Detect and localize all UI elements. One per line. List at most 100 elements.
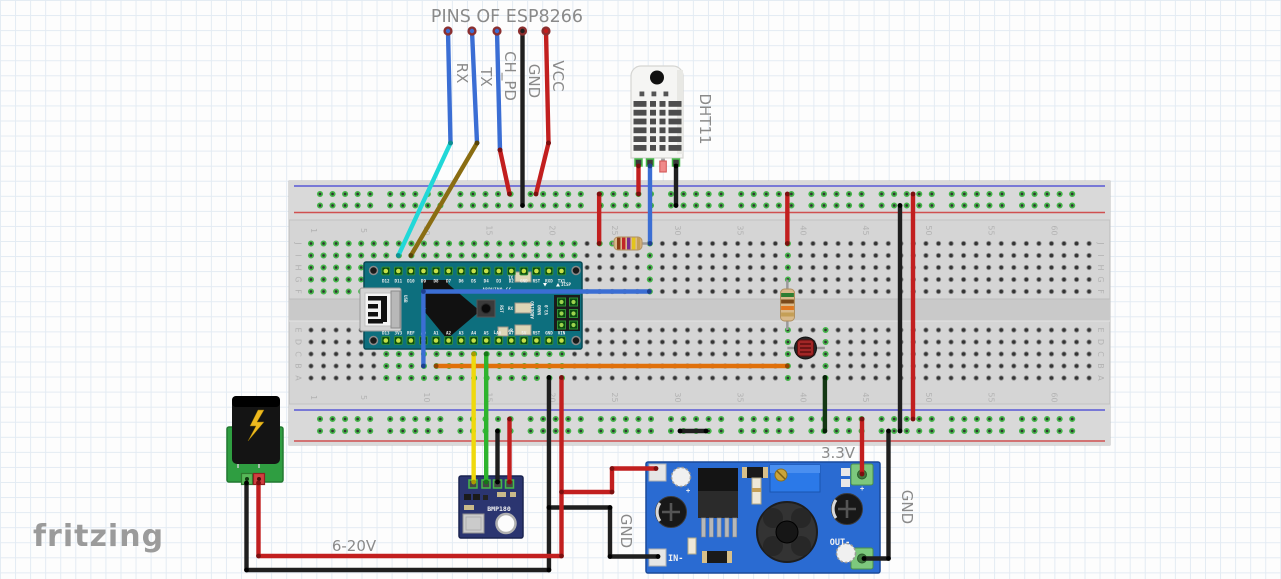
breadboard-hole[interactable] bbox=[885, 339, 891, 345]
breadboard-hole[interactable] bbox=[610, 427, 617, 435]
breadboard-hole[interactable] bbox=[483, 240, 490, 247]
breadboard-hole[interactable] bbox=[835, 264, 841, 271]
breadboard-hole[interactable] bbox=[772, 375, 778, 381]
breadboard-hole[interactable] bbox=[788, 415, 795, 423]
breadboard-hole[interactable] bbox=[494, 415, 502, 423]
breadboard-hole[interactable] bbox=[948, 375, 954, 381]
wire-supply-black[interactable] bbox=[244, 375, 552, 573]
breadboard-hole[interactable] bbox=[738, 190, 745, 198]
breadboard-hole[interactable] bbox=[646, 252, 653, 259]
breadboard-hole[interactable] bbox=[546, 240, 553, 247]
wire-tx-header-terminal[interactable] bbox=[467, 26, 477, 36]
breadboard-hole[interactable] bbox=[835, 240, 841, 247]
breadboard-hole[interactable] bbox=[822, 252, 829, 259]
breadboard-hole[interactable] bbox=[1073, 240, 1080, 247]
breadboard-hole[interactable] bbox=[634, 351, 640, 357]
breadboard-hole[interactable] bbox=[672, 264, 678, 271]
breadboard-hole[interactable] bbox=[1086, 339, 1092, 345]
breadboard-hole[interactable] bbox=[763, 415, 770, 423]
breadboard-hole[interactable] bbox=[935, 351, 942, 357]
breadboard-hole[interactable] bbox=[420, 252, 428, 259]
breadboard-hole[interactable] bbox=[735, 252, 741, 259]
breadboard-hole[interactable] bbox=[1044, 190, 1051, 198]
breadboard-hole[interactable] bbox=[986, 240, 992, 247]
breadboard-hole[interactable] bbox=[775, 190, 782, 198]
breadboard-hole[interactable] bbox=[584, 327, 590, 333]
breadboard-hole[interactable] bbox=[760, 288, 766, 295]
breadboard-hole[interactable] bbox=[1036, 339, 1042, 345]
breadboard-hole[interactable] bbox=[1048, 288, 1055, 295]
breadboard-hole[interactable] bbox=[1018, 190, 1026, 198]
breadboard-hole[interactable] bbox=[928, 202, 935, 209]
breadboard-hole[interactable] bbox=[885, 375, 891, 381]
breadboard-hole[interactable] bbox=[667, 202, 675, 209]
breadboard-hole[interactable] bbox=[760, 240, 766, 247]
breadboard-hole[interactable] bbox=[387, 190, 394, 198]
breadboard-hole[interactable] bbox=[1086, 351, 1092, 357]
breadboard-hole[interactable] bbox=[797, 240, 804, 247]
breadboard-hole[interactable] bbox=[333, 363, 339, 369]
breadboard-hole[interactable] bbox=[320, 240, 327, 247]
breadboard-hole[interactable] bbox=[697, 276, 703, 283]
breadboard-hole[interactable] bbox=[1023, 276, 1030, 283]
breadboard-hole[interactable] bbox=[848, 240, 854, 247]
breadboard-hole[interactable] bbox=[998, 202, 1006, 209]
breadboard-hole[interactable] bbox=[408, 240, 415, 247]
breadboard-hole[interactable] bbox=[822, 350, 829, 358]
breadboard-hole[interactable] bbox=[320, 276, 327, 283]
breadboard-hole[interactable] bbox=[1023, 375, 1030, 381]
breadboard-hole[interactable] bbox=[788, 202, 795, 209]
breadboard-hole[interactable] bbox=[634, 252, 640, 259]
breadboard-hole[interactable] bbox=[667, 190, 675, 198]
breadboard-hole[interactable] bbox=[935, 363, 942, 369]
breadboard-hole[interactable] bbox=[307, 288, 315, 295]
breadboard-hole[interactable] bbox=[948, 339, 954, 345]
breadboard-hole[interactable] bbox=[597, 427, 604, 435]
breadboard-hole[interactable] bbox=[960, 363, 967, 369]
breadboard-hole[interactable] bbox=[609, 327, 615, 333]
breadboard-hole[interactable] bbox=[680, 202, 687, 209]
breadboard-hole[interactable] bbox=[412, 415, 419, 423]
breadboard-hole[interactable] bbox=[1011, 276, 1017, 283]
breadboard-hole[interactable] bbox=[320, 351, 327, 357]
breadboard-hole[interactable] bbox=[923, 375, 929, 381]
breadboard-hole[interactable] bbox=[383, 240, 390, 247]
breadboard-hole[interactable] bbox=[772, 264, 778, 271]
breadboard-hole[interactable] bbox=[916, 202, 923, 209]
breadboard-hole[interactable] bbox=[383, 362, 390, 370]
breadboard-hole[interactable] bbox=[320, 339, 327, 345]
breadboard-hole[interactable] bbox=[521, 252, 528, 259]
breadboard-hole[interactable] bbox=[1036, 276, 1042, 283]
breadboard-hole[interactable] bbox=[437, 190, 444, 198]
breadboard-hole[interactable] bbox=[333, 276, 340, 283]
breadboard-hole[interactable] bbox=[1073, 252, 1080, 259]
breadboard-hole[interactable] bbox=[973, 202, 980, 209]
breadboard-hole[interactable] bbox=[437, 427, 444, 435]
breadboard-hole[interactable] bbox=[873, 363, 879, 369]
breadboard-hole[interactable] bbox=[722, 276, 728, 283]
breadboard-hole[interactable] bbox=[760, 264, 766, 271]
breadboard-hole[interactable] bbox=[973, 276, 979, 283]
breadboard-hole[interactable] bbox=[873, 327, 879, 333]
breadboard-hole[interactable] bbox=[1036, 240, 1042, 247]
breadboard-hole[interactable] bbox=[1061, 351, 1067, 357]
breadboard-hole[interactable] bbox=[659, 252, 666, 259]
breadboard-hole[interactable] bbox=[709, 339, 716, 345]
breadboard-hole[interactable] bbox=[986, 190, 993, 198]
breadboard-hole[interactable] bbox=[1073, 375, 1080, 381]
breadboard-hole[interactable] bbox=[860, 327, 866, 333]
breadboard-hole[interactable] bbox=[873, 288, 879, 295]
breadboard-hole[interactable] bbox=[808, 415, 815, 423]
breadboard-hole[interactable] bbox=[923, 351, 929, 357]
breadboard-hole[interactable] bbox=[697, 327, 703, 333]
breadboard-hole[interactable] bbox=[1056, 415, 1063, 423]
breadboard-hole[interactable] bbox=[672, 351, 678, 357]
breadboard-hole[interactable] bbox=[1018, 202, 1026, 209]
breadboard-hole[interactable] bbox=[1048, 339, 1055, 345]
breadboard-hole[interactable] bbox=[358, 375, 364, 381]
breadboard-hole[interactable] bbox=[647, 415, 655, 423]
breadboard-hole[interactable] bbox=[457, 202, 464, 209]
breadboard-hole[interactable] bbox=[354, 427, 361, 435]
breadboard-hole[interactable] bbox=[928, 190, 935, 198]
breadboard-hole[interactable] bbox=[333, 375, 339, 381]
